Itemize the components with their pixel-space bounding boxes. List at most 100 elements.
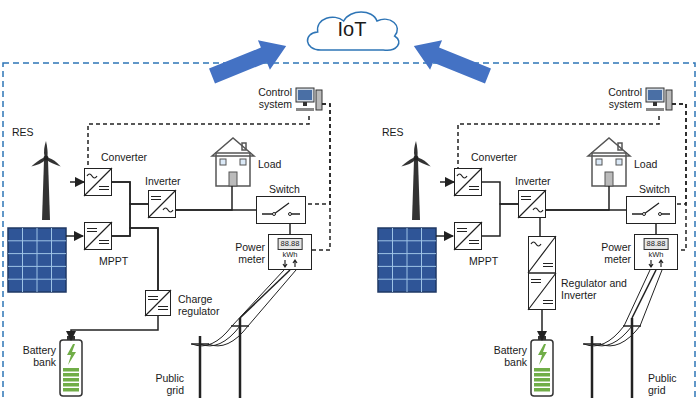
keyboard xyxy=(296,108,314,111)
charge-regulator-box: Charge regulator xyxy=(145,290,171,316)
turbine-tower xyxy=(412,160,420,220)
power-line xyxy=(192,326,232,346)
switch-contact xyxy=(659,213,662,216)
control-link xyxy=(306,104,330,204)
battery-body xyxy=(60,340,82,396)
power-wire xyxy=(632,270,656,318)
monitor-stand xyxy=(653,102,657,106)
node-label: Regulator and Inverter xyxy=(561,277,635,301)
house-window xyxy=(596,159,602,165)
power-wire xyxy=(240,270,290,318)
node-label: Inverter xyxy=(515,175,551,187)
node-label: Control system xyxy=(594,86,642,110)
control-computer: Control system xyxy=(296,86,322,116)
battery-bar xyxy=(63,388,79,392)
wind-turbine: RES xyxy=(22,142,70,220)
control-link xyxy=(458,116,659,168)
monitor xyxy=(296,88,314,102)
utility-pole xyxy=(239,318,242,398)
converter-symbol xyxy=(528,273,556,310)
node-label: Switch xyxy=(639,183,670,195)
power-wire xyxy=(546,209,626,211)
power-wire xyxy=(655,224,657,234)
house-window xyxy=(240,159,246,165)
monitor-screen xyxy=(298,90,312,100)
converter-symbol xyxy=(148,190,176,218)
power-wire xyxy=(482,204,518,236)
battery-bar xyxy=(63,378,79,382)
pc-tower xyxy=(666,90,672,110)
node-label: Converter xyxy=(101,151,147,163)
power-line xyxy=(592,326,632,346)
turbine-blade xyxy=(417,157,432,168)
node-label: RES xyxy=(382,126,404,138)
battery-bar xyxy=(63,383,79,387)
mppt-box: MPPT xyxy=(454,222,482,250)
node-label: Charge regulator xyxy=(178,293,234,317)
power-wire xyxy=(482,182,518,204)
converter-box: Converter xyxy=(84,168,112,196)
control-link xyxy=(672,104,686,204)
node-label: Converter xyxy=(471,151,517,163)
power-line xyxy=(200,326,240,346)
battery-bolt xyxy=(538,344,547,365)
regulator-divider xyxy=(528,272,556,274)
converter-symbol xyxy=(84,222,112,250)
battery: Battery bank xyxy=(531,340,553,396)
node-label: Power meter xyxy=(221,241,265,265)
solar-panel xyxy=(8,228,66,292)
meter-display: 88.88 xyxy=(644,238,669,250)
turbine-blade xyxy=(47,157,62,168)
power-wire xyxy=(440,181,454,183)
monitor-stand xyxy=(303,102,307,106)
wind-turbine: RES xyxy=(392,142,440,220)
node-label: Load xyxy=(634,158,657,170)
house-chimney xyxy=(618,143,622,150)
regulator-inverter-box: Regulator and Inverter xyxy=(528,236,556,310)
solar-wire xyxy=(66,235,83,237)
battery-bar xyxy=(534,373,550,377)
house-window xyxy=(220,159,226,165)
turbine-blade xyxy=(44,141,48,156)
monitor xyxy=(646,88,664,102)
power-wire xyxy=(71,316,158,340)
converter-symbol xyxy=(454,168,482,196)
utility-pole xyxy=(631,318,634,398)
node-label: Power meter xyxy=(587,241,631,265)
turbine-hub xyxy=(44,156,49,161)
converter-symbol xyxy=(528,236,556,273)
meter-display: 88.88 xyxy=(278,238,303,250)
house-door xyxy=(605,172,613,186)
house-wall xyxy=(216,153,250,186)
turbine-blade xyxy=(414,141,418,156)
power-wire xyxy=(176,209,256,211)
battery-bar xyxy=(534,368,550,372)
load-house: Load xyxy=(212,136,254,186)
battery-bar xyxy=(63,373,79,377)
power-wire xyxy=(546,186,609,210)
house-door xyxy=(229,172,237,186)
service-wire xyxy=(248,270,296,326)
converter-symbol xyxy=(454,222,482,250)
battery-body xyxy=(531,340,553,396)
power-wire xyxy=(541,310,543,340)
node-label: Public grid xyxy=(648,372,692,396)
solar-wire xyxy=(436,235,453,237)
node-label: Battery bank xyxy=(10,344,56,368)
node-label: Battery bank xyxy=(481,344,527,368)
house-wall xyxy=(592,153,626,186)
power-wire xyxy=(289,224,291,234)
node-label: Control system xyxy=(244,86,292,110)
node-label: RES xyxy=(12,126,34,138)
cloud-outline xyxy=(307,12,398,50)
turbine-blade xyxy=(30,158,45,169)
control-computer: Control system xyxy=(646,86,672,116)
inverter-box: Inverter xyxy=(518,190,546,218)
house-window xyxy=(616,159,622,165)
node-label: Switch xyxy=(269,183,300,195)
monitor-screen xyxy=(648,90,662,100)
battery-bar xyxy=(63,368,79,372)
converter-symbol xyxy=(145,290,171,316)
solar-cell-grid xyxy=(378,228,436,292)
